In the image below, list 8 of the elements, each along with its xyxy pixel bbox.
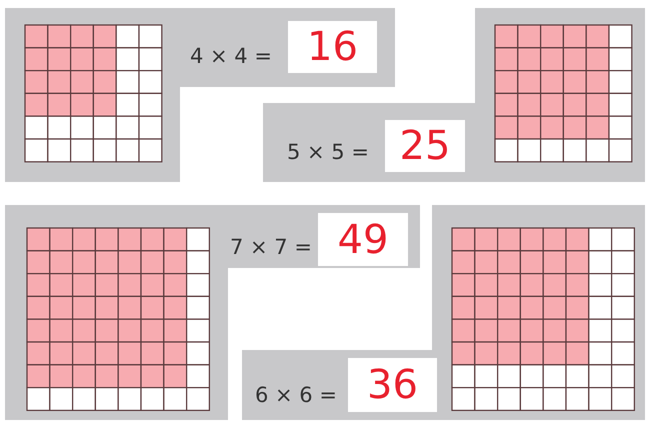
answer-box: 36 bbox=[348, 358, 437, 412]
answer-box: 49 bbox=[318, 213, 408, 266]
equation-text: 5 × 5 = bbox=[287, 140, 369, 164]
equation-text: 7 × 7 = bbox=[230, 235, 312, 259]
equation-text: 6 × 6 = bbox=[255, 383, 337, 407]
equation-text: 4 × 4 = bbox=[190, 44, 272, 68]
answer-box: 16 bbox=[288, 21, 377, 73]
answer-box: 25 bbox=[385, 120, 465, 172]
